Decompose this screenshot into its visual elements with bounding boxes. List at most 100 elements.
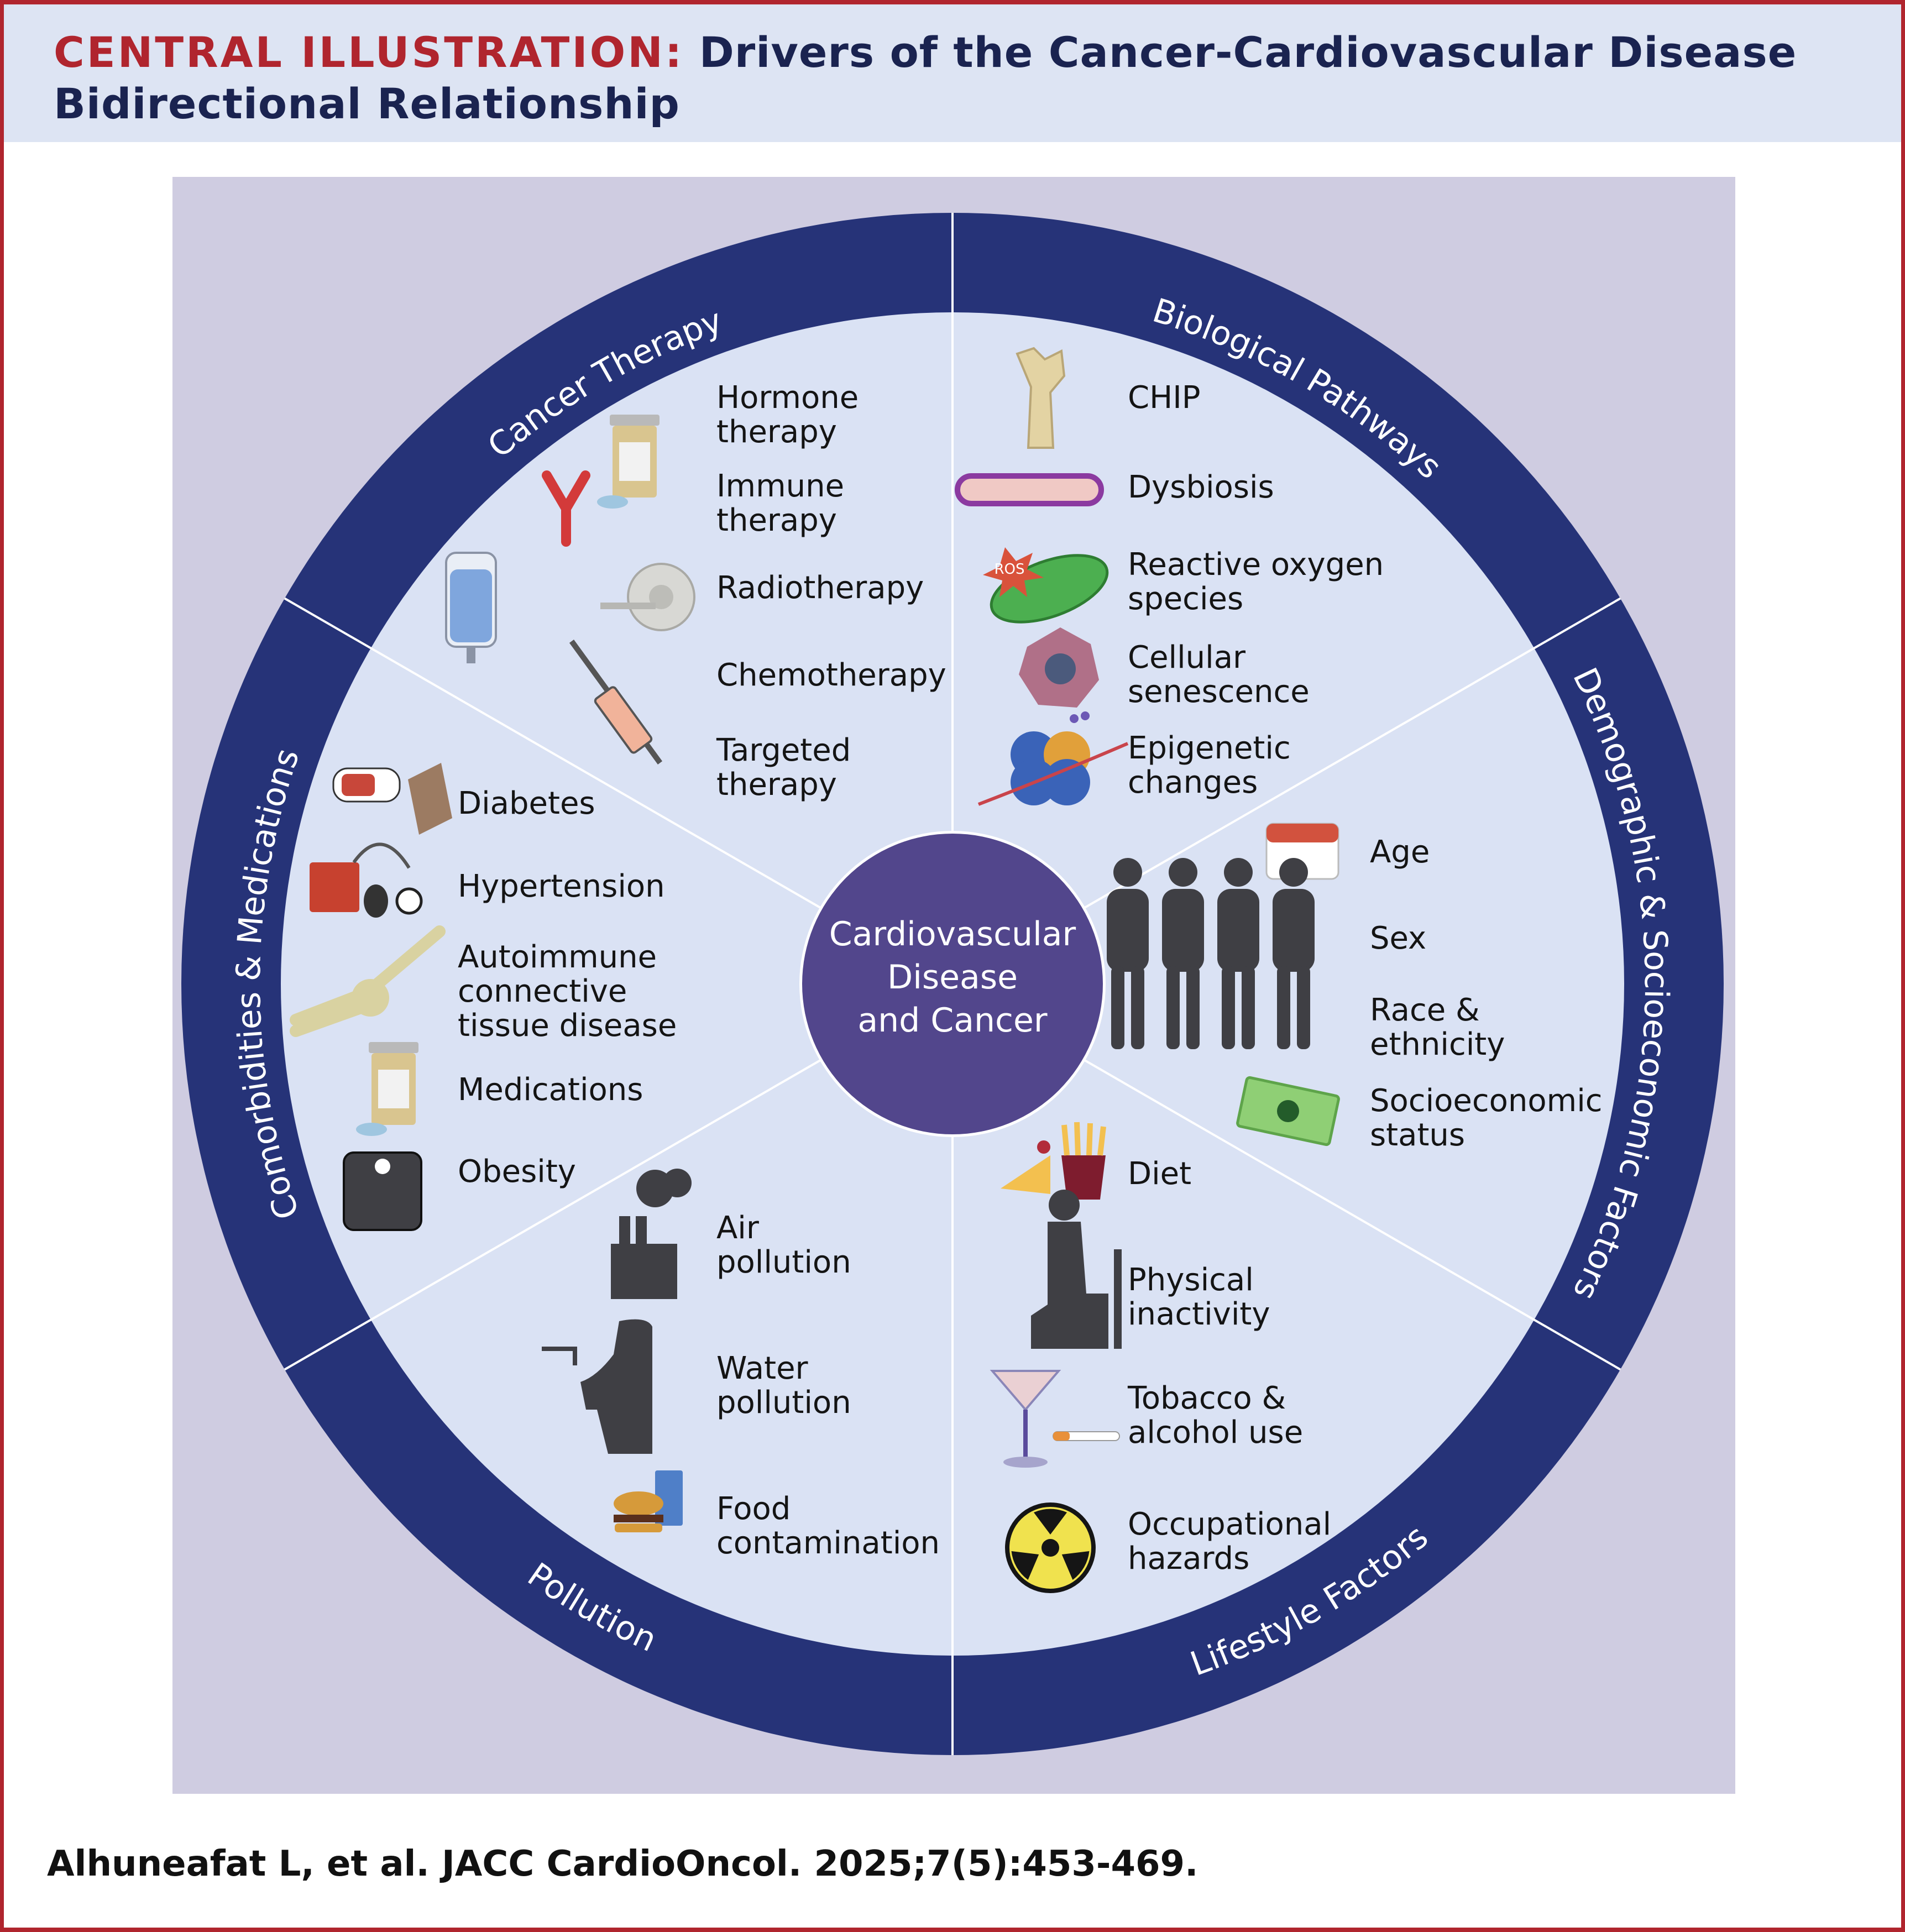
bottle-cap — [610, 415, 660, 426]
iv-bag-icon — [445, 552, 497, 663]
person-leg — [1242, 966, 1255, 1049]
syringe-icon — [569, 640, 663, 765]
dna-strand — [977, 742, 1129, 806]
person-silhouette — [580, 1319, 652, 1454]
chair-back — [1114, 1249, 1122, 1349]
antibody-shape — [542, 470, 590, 547]
glucose-meter-icon — [332, 763, 452, 835]
item-label-line: pollution — [716, 1244, 851, 1280]
person-leg — [1186, 966, 1200, 1049]
radiotherapy-machine-icon — [600, 563, 695, 631]
item-label-line: Socioeconomic — [1370, 1083, 1603, 1119]
bag-port — [467, 647, 475, 663]
item-label-line: ethnicity — [1370, 1027, 1505, 1062]
burger-patty — [614, 1515, 663, 1522]
item-label-line: Water — [716, 1350, 809, 1386]
cake-fries-icon — [1001, 1122, 1106, 1200]
item-label: Sex — [1370, 920, 1426, 956]
item-label-line: Radiotherapy — [716, 570, 924, 606]
syringe-barrel — [594, 686, 653, 754]
item-label-line: CHIP — [1128, 380, 1201, 416]
item-label-line: Autoimmune — [458, 939, 657, 975]
bone-marrow-icon — [1016, 347, 1066, 449]
item-label-line: Cellular — [1128, 640, 1246, 676]
item-label-line: Diabetes — [458, 786, 595, 821]
bottle-label — [378, 1070, 409, 1108]
item-label-line: therapy — [716, 767, 837, 803]
blood-pressure-cuff-icon — [310, 842, 423, 918]
person-head — [1169, 858, 1197, 887]
item-label-line: Immune — [716, 468, 844, 504]
bottle-label — [619, 442, 650, 481]
joint — [352, 979, 389, 1017]
item-label-line: hazards — [1128, 1541, 1249, 1577]
cocktail-cigarette-icon — [990, 1370, 1120, 1468]
mitochondrion-ros-icon: ROS — [983, 547, 1109, 624]
item-label: Tobacco &alcohol use — [1127, 1380, 1303, 1451]
item-label-line: Occupational — [1128, 1506, 1331, 1542]
header-band: CENTRAL ILLUSTRATION: Drivers of the Can… — [4, 4, 1901, 142]
item-icons: ROS — [290, 347, 1340, 1593]
person-torso — [1162, 889, 1204, 972]
item-label-line: status — [1370, 1117, 1465, 1153]
divider-line — [284, 1058, 823, 1371]
hazard-blade — [1034, 1509, 1067, 1535]
item-label: Hypertension — [458, 868, 665, 904]
hazard-blade — [1061, 1551, 1090, 1580]
title-lead: CENTRAL ILLUSTRATION: — [54, 28, 684, 77]
hazard-center — [1042, 1539, 1059, 1557]
item-label-line: Hypertension — [458, 868, 665, 904]
item-label-line: Food — [716, 1491, 791, 1527]
bacterium-icon — [955, 473, 1104, 506]
cake-slice — [1001, 1155, 1050, 1194]
burger-drink-icon — [614, 1470, 683, 1532]
vesicle — [1081, 711, 1090, 720]
people-silhouettes-icon — [1107, 858, 1315, 1049]
item-label-line: alcohol use — [1128, 1415, 1303, 1451]
chimney — [619, 1216, 630, 1244]
divider-line — [1082, 597, 1621, 910]
senescent-cell-icon — [1019, 627, 1099, 723]
item-label-line: Diet — [1128, 1156, 1191, 1192]
title-line-2: Bidirectional Relationship — [54, 79, 680, 128]
scale-body — [343, 1151, 422, 1231]
person-leg — [1277, 966, 1290, 1049]
item-label-line: inactivity — [1128, 1296, 1270, 1332]
divider-line — [1082, 1058, 1621, 1371]
item-label: Dysbiosis — [1128, 469, 1274, 505]
cocktail-glass — [990, 1370, 1061, 1412]
item-label: Race &ethnicity — [1370, 992, 1505, 1062]
item-label-line: therapy — [716, 502, 837, 538]
item-label: Obesity — [458, 1154, 576, 1190]
bacterium-body — [955, 473, 1104, 506]
item-label-line: species — [1128, 581, 1243, 617]
antibody-icon — [542, 470, 590, 547]
person-drinking-tap-water-icon — [542, 1319, 652, 1454]
sector-dividers — [284, 213, 1621, 1755]
calendar-header — [1266, 824, 1338, 842]
item-label-line: connective — [458, 973, 627, 1009]
seated-body — [1031, 1222, 1108, 1349]
item-label-line: Physical — [1128, 1262, 1254, 1298]
bag-fluid — [450, 569, 492, 642]
pill — [597, 495, 628, 509]
scale-icon — [343, 1151, 422, 1231]
item-label-line: Reactive oxygen — [1128, 547, 1384, 583]
burger-bottom — [615, 1523, 662, 1532]
hand — [408, 763, 452, 835]
item-label-line: Tobacco & — [1127, 1380, 1286, 1416]
chimney — [636, 1216, 647, 1244]
person-head — [1049, 1190, 1080, 1221]
